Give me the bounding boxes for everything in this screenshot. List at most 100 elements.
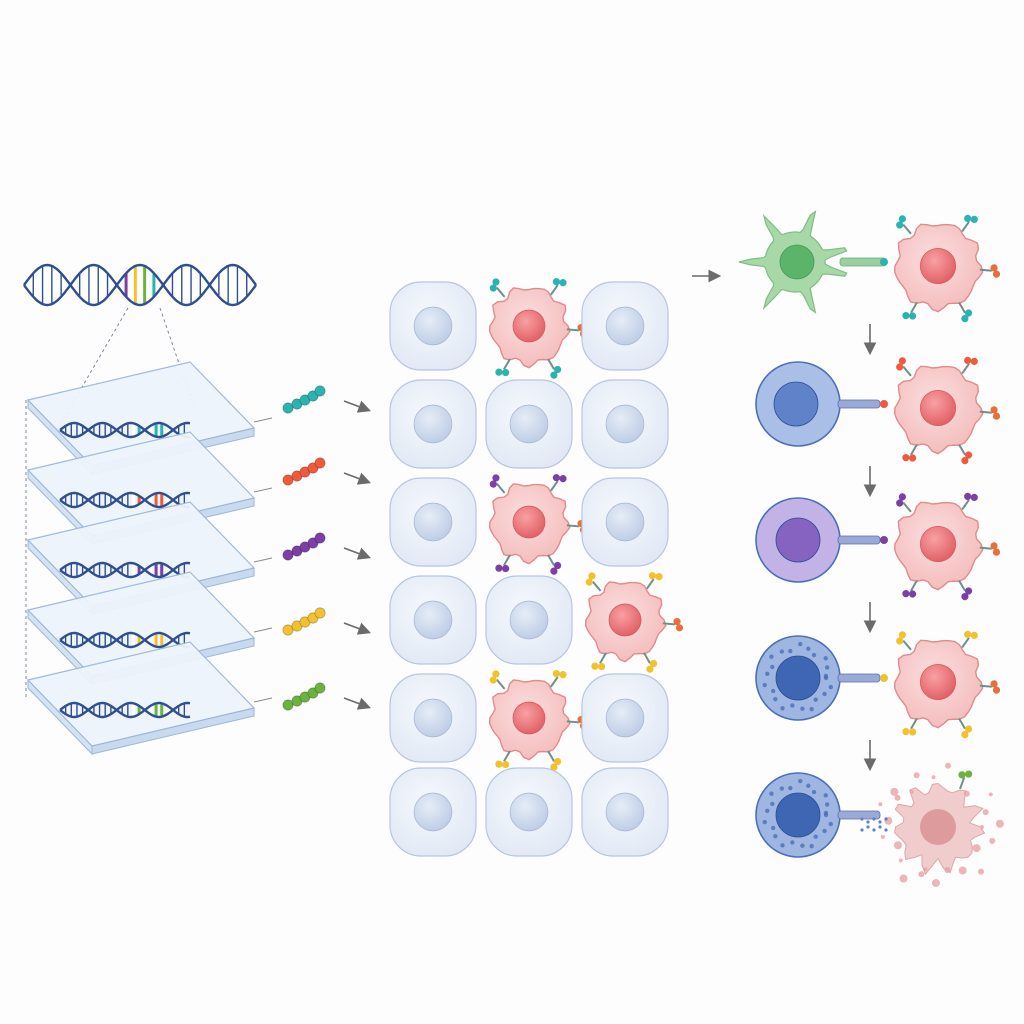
- antigen-bead: [958, 771, 966, 779]
- cell-debris: [958, 866, 967, 875]
- cytotoxic-granule: [788, 648, 793, 654]
- cytotoxic-granule: [773, 833, 778, 839]
- antigen-bead: [550, 763, 558, 771]
- antigen-bead: [552, 670, 560, 678]
- cell-debris: [909, 789, 914, 794]
- mhc-antigen-marker: [495, 554, 511, 573]
- tissue-normal-cell: [485, 767, 573, 857]
- antigen-bead: [673, 617, 681, 626]
- neoantigen-peptide: [282, 532, 326, 561]
- antigen-bead: [597, 662, 606, 671]
- cytotoxic-granule: [798, 778, 803, 784]
- tissue-tumor-cell: [488, 278, 588, 379]
- mhc-antigen-marker: [495, 358, 511, 377]
- dna-helix: [59, 561, 191, 579]
- mhc-stalk: [910, 717, 918, 730]
- mhc-stalk: [979, 684, 992, 688]
- mhc-antigen-marker: [979, 680, 1001, 694]
- immune-cell-nucleus: [775, 517, 821, 563]
- antigen-bead: [992, 548, 1001, 556]
- mhc-antigen-marker: [961, 356, 978, 375]
- dna-strand: [59, 631, 191, 649]
- mhc-antigen-marker: [902, 579, 918, 598]
- dna-strand: [59, 701, 191, 719]
- dna-strand: [59, 421, 191, 439]
- antigen-bead: [902, 311, 910, 320]
- cell-debris: [898, 858, 903, 863]
- perforin-granule: [884, 817, 888, 821]
- cytotoxic-granule: [824, 665, 830, 670]
- sequencing-slide-stack: [26, 361, 273, 756]
- cytotoxic-granule: [806, 646, 811, 651]
- dna-strand: [59, 421, 191, 439]
- mhc-stalk: [910, 579, 918, 592]
- dna-strand: [59, 491, 191, 509]
- antigen-bead: [961, 592, 969, 601]
- antigen-bead: [908, 590, 917, 598]
- normal-cell-nucleus: [605, 306, 645, 346]
- perforin-granule: [878, 820, 882, 824]
- normal-cell-nucleus: [509, 404, 549, 444]
- normal-cell-nucleus: [605, 404, 645, 444]
- cytotoxic-granule: [788, 785, 793, 791]
- mhc-stalk: [592, 581, 602, 592]
- mhc-stalk: [643, 652, 651, 664]
- mhc-stalk: [662, 622, 675, 626]
- antigen-bead: [553, 561, 562, 570]
- normal-cell-nucleus: [509, 792, 549, 832]
- antigen-bead: [501, 368, 510, 377]
- neoantigen-peptide: [282, 385, 326, 414]
- amino-acid-bead: [314, 385, 326, 397]
- dying-cell-nucleus: [920, 809, 956, 845]
- sequencing-slide: [26, 641, 273, 756]
- antigen-bead: [902, 453, 910, 462]
- cell-debris: [989, 837, 996, 844]
- antigen-bead: [964, 214, 972, 223]
- mhc-antigen-marker: [902, 443, 918, 462]
- mhc-stalk: [599, 652, 607, 664]
- amino-acid-bead: [282, 402, 294, 414]
- mhc-stalk: [910, 443, 918, 456]
- mhc-antigen-marker: [549, 278, 567, 296]
- cytotoxic-granule: [809, 843, 814, 849]
- antigen-bead: [495, 564, 503, 572]
- bound-antigen: [880, 536, 888, 544]
- tissue-normal-cell: [581, 477, 669, 567]
- antigen-bead: [588, 572, 596, 580]
- tumor-cell-nucleus: [919, 247, 957, 285]
- perforin-granule: [872, 828, 876, 832]
- cytotoxic-granule: [823, 793, 828, 798]
- mhc-antigen-marker: [961, 492, 978, 511]
- peptide-to-tissue-arrow: [343, 472, 371, 485]
- cytotoxic-granule: [765, 808, 770, 814]
- antigen-bead: [964, 587, 973, 595]
- antigen-bead: [649, 659, 658, 668]
- peptide-to-tissue-arrow: [343, 622, 371, 635]
- bound-antigen: [880, 400, 888, 408]
- antigen-bead: [896, 363, 904, 371]
- target-tumor-cell: [893, 214, 1001, 323]
- mhc-stalk: [566, 720, 579, 724]
- mhc-stalk: [902, 223, 912, 235]
- mhc-antigen-marker: [643, 652, 658, 673]
- cell-debris: [944, 762, 951, 769]
- mhc-antigen-marker: [979, 264, 1001, 278]
- mhc-antigen-marker: [547, 750, 562, 771]
- mhc-stalk: [961, 363, 970, 375]
- normal-cell-nucleus: [413, 792, 453, 832]
- cytotoxic-granule: [790, 840, 795, 845]
- dna-strand: [23, 263, 257, 307]
- antigen-bead: [492, 278, 500, 286]
- antigen-bead: [908, 454, 917, 462]
- normal-cell-nucleus: [605, 792, 645, 832]
- dna-strand: [59, 561, 191, 579]
- cell-debris: [880, 834, 885, 839]
- perforin-granule: [860, 817, 864, 821]
- antigen-bead: [553, 365, 562, 374]
- antigen-bead: [898, 631, 906, 639]
- antigen-bead: [550, 371, 558, 379]
- genome-dna-helix: [23, 263, 257, 700]
- slide-connector: [253, 487, 273, 493]
- mhc-stalk: [503, 554, 511, 566]
- cell-debris: [878, 802, 883, 807]
